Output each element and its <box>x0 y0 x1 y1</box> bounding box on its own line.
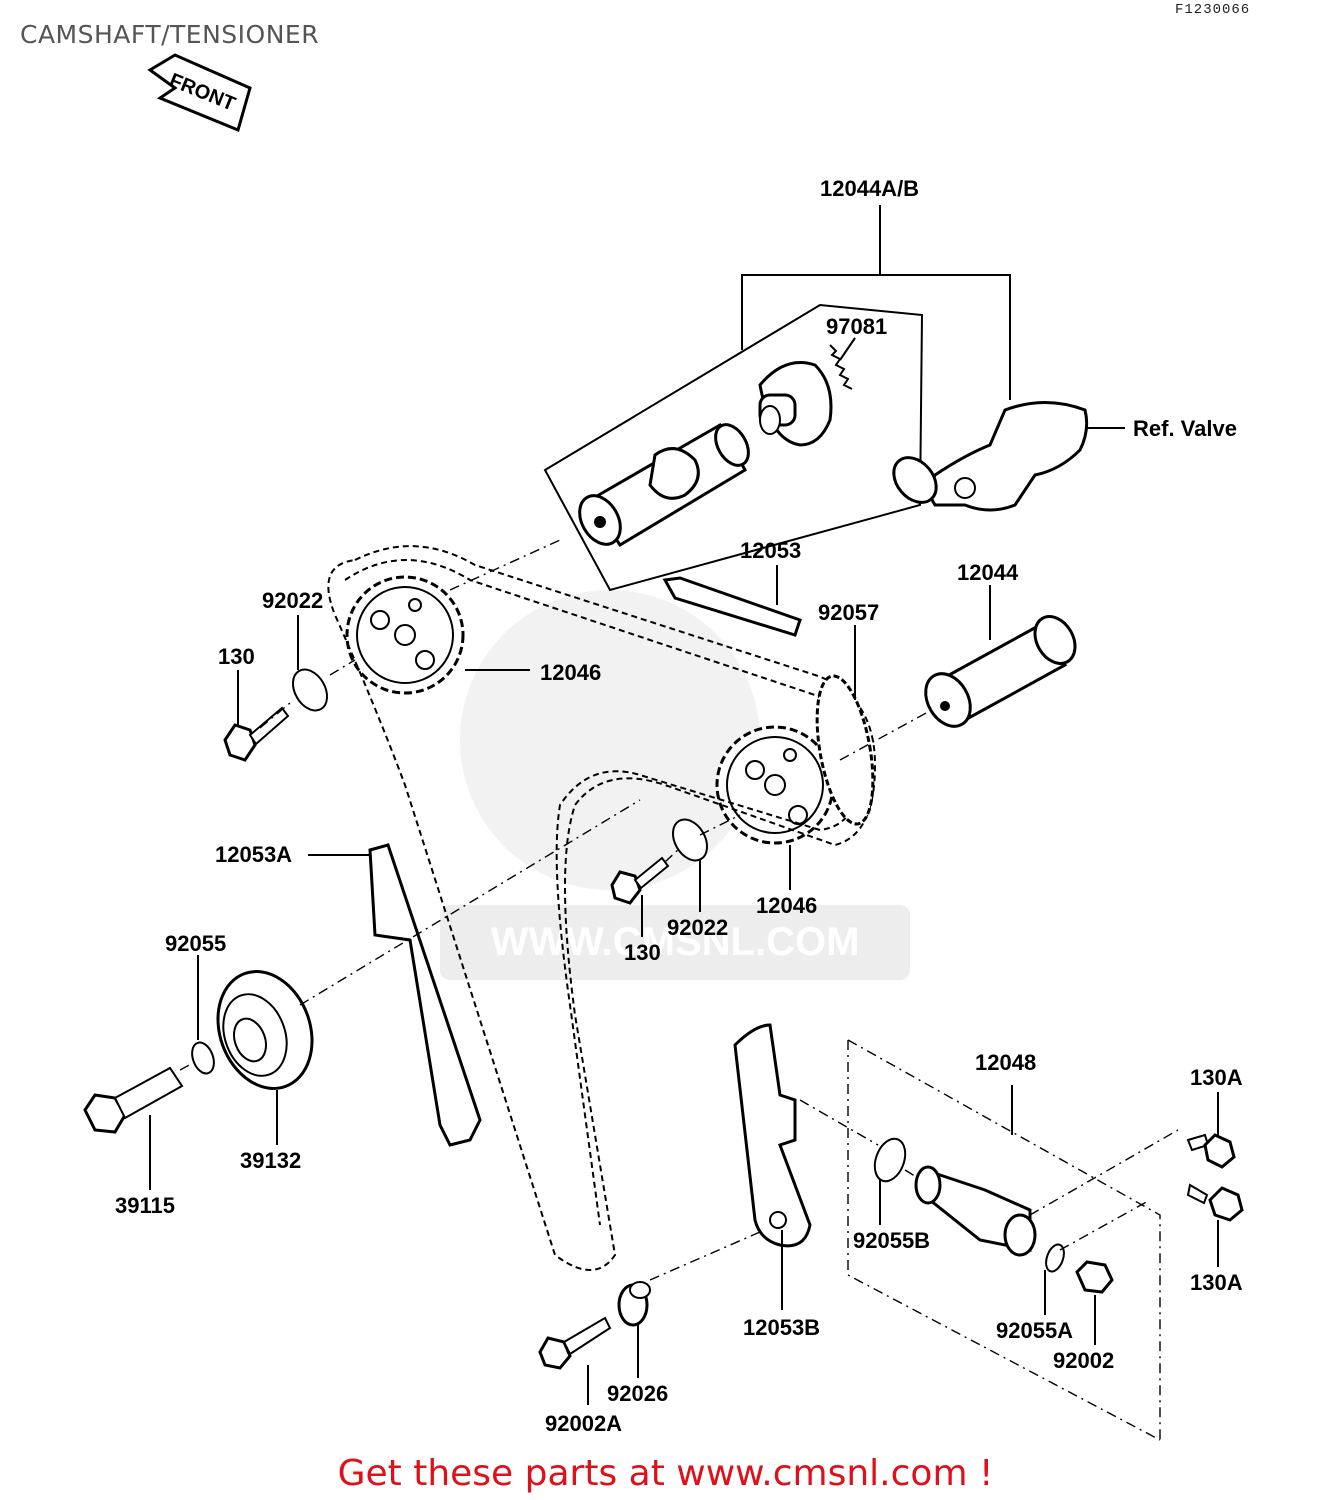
label-92002A: 92002A <box>545 1411 622 1436</box>
washer-92022-lower <box>671 818 709 862</box>
label-130-upper: 130 <box>218 644 255 669</box>
decompressor <box>758 361 833 447</box>
collar-92026 <box>617 1281 651 1327</box>
label-92002: 92002 <box>1053 1348 1114 1373</box>
tensioner-12048 <box>914 1165 1037 1257</box>
bolt-92002A <box>538 1316 612 1370</box>
label-92022-lower: 92022 <box>667 915 728 940</box>
label-92055: 92055 <box>165 931 226 956</box>
label-92055B: 92055B <box>853 1228 930 1253</box>
part-labels: 12044A/B 97081 Ref. Valve 12053 92057 12… <box>115 176 1243 1436</box>
oring-92055A <box>1045 1243 1065 1273</box>
camshaft-12044 <box>924 615 1077 728</box>
chain-guide-12053 <box>662 576 802 637</box>
page-title: CAMSHAFT/TENSIONER <box>20 20 320 49</box>
idler-39132 <box>216 970 314 1090</box>
guide-12053A <box>368 843 482 1147</box>
spring-97081 <box>829 344 853 390</box>
label-92022-upper: 92022 <box>262 588 323 613</box>
plug-92002 <box>1075 1260 1114 1294</box>
label-12044AB: 12044A/B <box>820 176 919 201</box>
label-92057: 92057 <box>818 600 879 625</box>
label-130-lower: 130 <box>624 940 661 965</box>
washer-92022-upper <box>291 668 329 712</box>
bolt-130-lower <box>610 856 670 905</box>
label-92026: 92026 <box>607 1381 668 1406</box>
label-ref-valve: Ref. Valve <box>1133 416 1237 441</box>
label-12053B: 12053B <box>743 1315 820 1340</box>
label-130A-lower: 130A <box>1190 1270 1243 1295</box>
label-12048: 12048 <box>975 1050 1036 1075</box>
tensioner-assembly-box <box>847 1039 1161 1441</box>
label-12046-upper: 12046 <box>540 660 601 685</box>
bolt-39115 <box>83 1066 184 1134</box>
bolt-130-upper <box>223 706 290 762</box>
camshaft <box>578 422 750 548</box>
camshaft-assembly-box <box>543 205 1011 592</box>
label-92055A: 92055A <box>996 1318 1073 1343</box>
label-12044: 12044 <box>957 560 1019 585</box>
watermark: WWW.CMSNL.COM <box>440 590 910 980</box>
guide-12053B <box>733 1023 812 1248</box>
footer-cmsnl-link[interactable]: Get these parts at www.cmsnl.com ! <box>337 1453 994 1494</box>
label-130A-upper: 130A <box>1190 1065 1243 1090</box>
front-arrow: FRONT <box>147 53 252 133</box>
label-12053: 12053 <box>740 538 801 563</box>
label-39132: 39132 <box>240 1148 301 1173</box>
leader-lines <box>149 337 1219 1405</box>
sprocket-lower <box>715 725 835 845</box>
alignment-lines <box>179 539 1179 1281</box>
label-12053A: 12053A <box>215 842 292 867</box>
label-12046-lower: 12046 <box>756 893 817 918</box>
bolt-130A-lower <box>1186 1183 1244 1222</box>
sprocket-upper <box>345 575 465 695</box>
watermark-text: WWW.CMSNL.COM <box>491 920 860 964</box>
cam-chain <box>327 545 877 1271</box>
diagram-code: F1230066 <box>1175 2 1251 18</box>
oring-92055B <box>873 1137 907 1183</box>
rocker-arm <box>892 401 1089 512</box>
bolt-130A-upper <box>1186 1133 1236 1169</box>
ring-92055 <box>191 1041 215 1075</box>
label-39115: 39115 <box>115 1193 175 1218</box>
label-97081: 97081 <box>826 314 887 339</box>
